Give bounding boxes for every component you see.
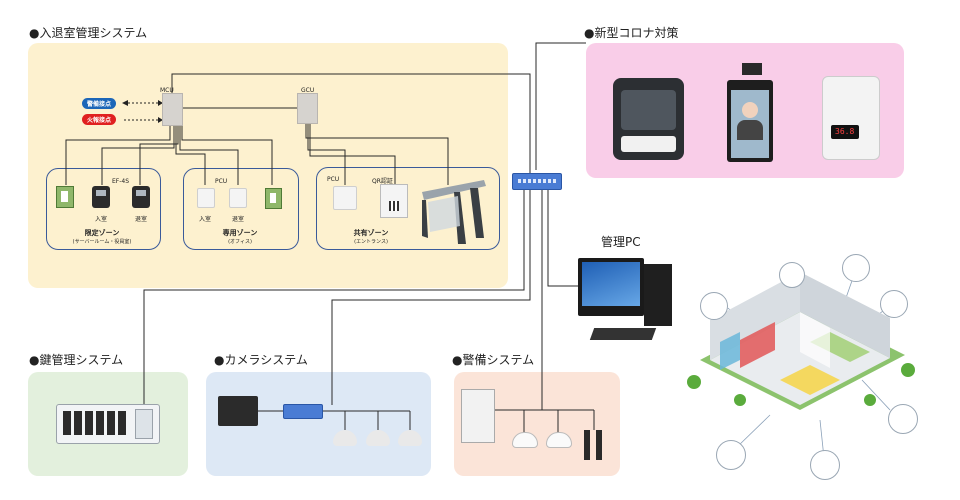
- qr-reader-device: [380, 184, 408, 218]
- private-zone: [183, 168, 299, 250]
- building-illustration: [687, 272, 915, 410]
- alarm-contact-badge: 警備接点: [82, 98, 117, 109]
- entry-panel: [28, 43, 508, 288]
- dome-camera-2: [366, 430, 390, 446]
- thermometer-display: 36.8: [831, 125, 859, 139]
- ef-label: EF-4S: [112, 178, 130, 185]
- restricted-zone-note: (サーバールーム・役員室): [72, 239, 132, 245]
- security-gate: [422, 180, 486, 244]
- motion-sensor-2: [546, 432, 572, 448]
- callout-gate: [810, 450, 840, 480]
- key-cabinet: [56, 404, 160, 444]
- pc-keyboard: [589, 328, 657, 340]
- key-system-title: ●鍵管理システム: [29, 353, 124, 367]
- fingerprint-reader-exit: [132, 186, 150, 208]
- private-zone-name: 専用ゾーン: [222, 229, 258, 237]
- shared-zone-note: (エントランス): [354, 239, 388, 245]
- gcu-unit: [297, 93, 318, 124]
- dome-camera-1: [333, 430, 357, 446]
- beam-sensor-1: [584, 430, 590, 460]
- enter-label-2: 入室: [198, 216, 212, 223]
- thermal-tablet: [727, 80, 773, 162]
- private-zone-note: (オフィス): [228, 239, 252, 245]
- qr-label: QR認証: [372, 178, 393, 185]
- motion-sensor-1: [512, 432, 538, 448]
- restricted-zone: [46, 168, 161, 250]
- callout-fingerprint: [700, 292, 728, 320]
- beam-sensor-2: [596, 430, 602, 460]
- gcu-label: GCU: [301, 87, 315, 94]
- management-pc-title: 管理PC: [601, 235, 641, 249]
- pcu-label-2: PCU: [327, 176, 340, 183]
- corona-title: ●新型コロナ対策: [584, 26, 679, 40]
- card-reader-shared: [333, 186, 357, 210]
- face-recognition-terminal: [613, 78, 684, 160]
- key-box-device-2: [265, 188, 282, 209]
- restricted-zone-name: 限定ゾーン: [84, 229, 120, 237]
- callout-pcu: [880, 290, 908, 318]
- mcu-unit: [162, 93, 183, 126]
- entry-system-title: ●入退室管理システム: [29, 26, 148, 40]
- dome-camera-3: [398, 430, 422, 446]
- tablet-camera-head: [742, 63, 762, 75]
- nvr-recorder: [218, 396, 258, 426]
- callout-card-reader: [779, 262, 805, 288]
- pcu-label-1: PCU: [215, 178, 228, 185]
- thermometer-reading: 36.8: [835, 127, 855, 136]
- fingerprint-reader-enter: [92, 186, 110, 208]
- exit-label-2: 退室: [231, 216, 245, 223]
- pc-monitor: [578, 258, 644, 316]
- security-panel-device: [461, 389, 495, 443]
- camera-system-title: ●カメラシステム: [214, 353, 308, 367]
- security-system-title: ●警備システム: [452, 353, 535, 367]
- fire-contact-badge: 火報接点: [82, 114, 117, 125]
- enter-label-1: 入室: [94, 216, 108, 223]
- network-switch: [512, 173, 562, 190]
- card-reader-exit: [229, 188, 247, 208]
- card-reader-enter: [197, 188, 215, 208]
- shared-zone: [316, 167, 500, 250]
- callout-tablet: [716, 440, 746, 470]
- shared-zone-name: 共有ゾーン: [353, 229, 389, 237]
- key-box-device: [56, 186, 74, 208]
- camera-switch: [283, 404, 323, 419]
- wall-thermometer: 36.8: [822, 76, 880, 160]
- callout-switch: [842, 254, 870, 282]
- exit-label-1: 退室: [134, 216, 148, 223]
- mcu-label: MCU: [160, 87, 174, 94]
- callout-camera: [888, 404, 918, 434]
- pc-tower: [644, 264, 672, 326]
